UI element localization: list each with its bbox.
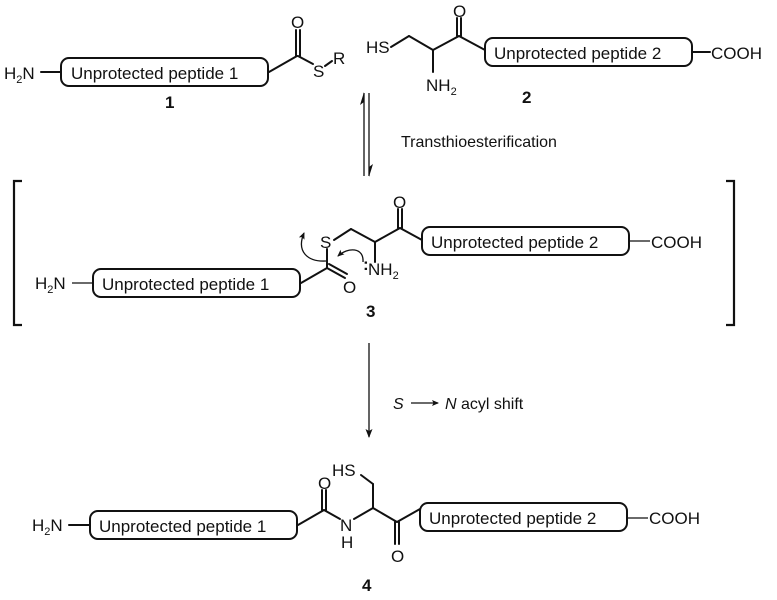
c3-thioester-s: S bbox=[320, 233, 331, 252]
c4-amide-n: N bbox=[340, 516, 352, 535]
c3-bond-to-carbonyl bbox=[300, 267, 328, 284]
c4-peptide1-label: Unprotected peptide 1 bbox=[99, 517, 266, 536]
c3-co-bond-a bbox=[326, 267, 346, 279]
c4-n-terminus: H2N bbox=[32, 516, 63, 538]
c4-peptide2-label: Unprotected peptide 2 bbox=[429, 509, 596, 528]
c1-s-r-bond bbox=[324, 60, 333, 67]
mechanism-arrow-nucleophilic-attack bbox=[337, 249, 364, 263]
c3-s-ch2-bond bbox=[333, 228, 352, 241]
c4-amide-h: H bbox=[341, 533, 353, 552]
product-4: H2N Unprotected peptide 1 O N H HS O Unp… bbox=[32, 461, 700, 595]
c1-thioester-s: S bbox=[313, 62, 324, 81]
compound-2-label: 2 bbox=[522, 88, 531, 107]
compound-1-label: 1 bbox=[165, 93, 174, 112]
c3-lone-pair: : bbox=[363, 255, 369, 274]
c4-c-terminus: COOH bbox=[649, 509, 700, 528]
c2-s-ch2-bond bbox=[390, 35, 410, 48]
c2-carbonyl-o: O bbox=[453, 2, 466, 21]
c3-peptide2-label: Unprotected peptide 2 bbox=[431, 233, 598, 252]
c2-c-peptide-bond bbox=[458, 35, 486, 51]
c2-ca-c-bond bbox=[432, 35, 460, 51]
c4-ca-c-bond bbox=[372, 507, 398, 523]
c1-n-terminus: H2N bbox=[4, 64, 35, 86]
compound-1: H2N Unprotected peptide 1 O S R 1 bbox=[4, 13, 345, 112]
equilibrium-arrowhead-up bbox=[360, 92, 364, 105]
c3-c-peptide-bond bbox=[399, 227, 423, 241]
intermediate-3: H2N Unprotected peptide 1 O S : NH2 O Un… bbox=[12, 179, 736, 327]
c2-thiol: HS bbox=[366, 38, 390, 57]
c3-peptide2-box bbox=[421, 226, 630, 256]
equilibrium-arrow bbox=[360, 92, 373, 177]
product-4-label: 4 bbox=[362, 576, 372, 595]
c4-c-peptide-bond bbox=[396, 508, 421, 523]
c3-amine: NH2 bbox=[368, 260, 399, 282]
c3-carbonyl-o: O bbox=[393, 193, 406, 212]
compound-2: HS NH2 O Unprotected peptide 2 COOH 2 bbox=[366, 2, 762, 107]
mechanism-arrow-cs-cleavage bbox=[298, 232, 327, 262]
c2-c-terminus: COOH bbox=[711, 44, 762, 63]
c4-n-ca-bond bbox=[353, 507, 374, 520]
c4-amide-o: O bbox=[318, 474, 331, 493]
c4-carbonyl-o: O bbox=[391, 547, 404, 566]
equilibrium-arrowhead-down bbox=[369, 164, 373, 177]
c2-amine: NH2 bbox=[426, 76, 457, 98]
c4-peptide2-box bbox=[419, 502, 628, 532]
left-bracket bbox=[12, 179, 22, 327]
c2-ch2-ca-bond bbox=[408, 35, 434, 51]
c3-ch2-ca-bond bbox=[350, 228, 376, 243]
c1-c-s-bond bbox=[297, 55, 314, 65]
c1-carbonyl-o: O bbox=[291, 13, 304, 32]
c1-peptide-label: Unprotected peptide 1 bbox=[71, 64, 238, 83]
step2-condition: S N acyl shift bbox=[393, 396, 524, 413]
step2-text: N acyl shift bbox=[445, 396, 524, 413]
c1-r-group: R bbox=[333, 49, 345, 68]
c4-ch2-s-bond bbox=[360, 474, 374, 485]
c1-bond-to-carbonyl bbox=[268, 55, 298, 73]
c4-thiol: HS bbox=[332, 461, 356, 480]
c3-n-terminus: H2N bbox=[35, 274, 66, 296]
c4-bond-to-amide-c bbox=[297, 509, 325, 526]
c3-co-bond-b bbox=[328, 263, 348, 275]
step2-s: S bbox=[393, 396, 404, 413]
c2-peptide-label: Unprotected peptide 2 bbox=[494, 44, 661, 63]
intermediate-3-label: 3 bbox=[366, 302, 375, 321]
c3-ca-c-bond bbox=[374, 227, 401, 243]
c3-c-terminus: COOH bbox=[651, 233, 702, 252]
c3-peptide1-label: Unprotected peptide 1 bbox=[102, 275, 269, 294]
c4-c-n-bond bbox=[323, 509, 341, 520]
right-bracket bbox=[726, 179, 736, 327]
step1-condition: Transthioesterification bbox=[401, 134, 557, 151]
c3-thioester-o: O bbox=[343, 278, 356, 297]
